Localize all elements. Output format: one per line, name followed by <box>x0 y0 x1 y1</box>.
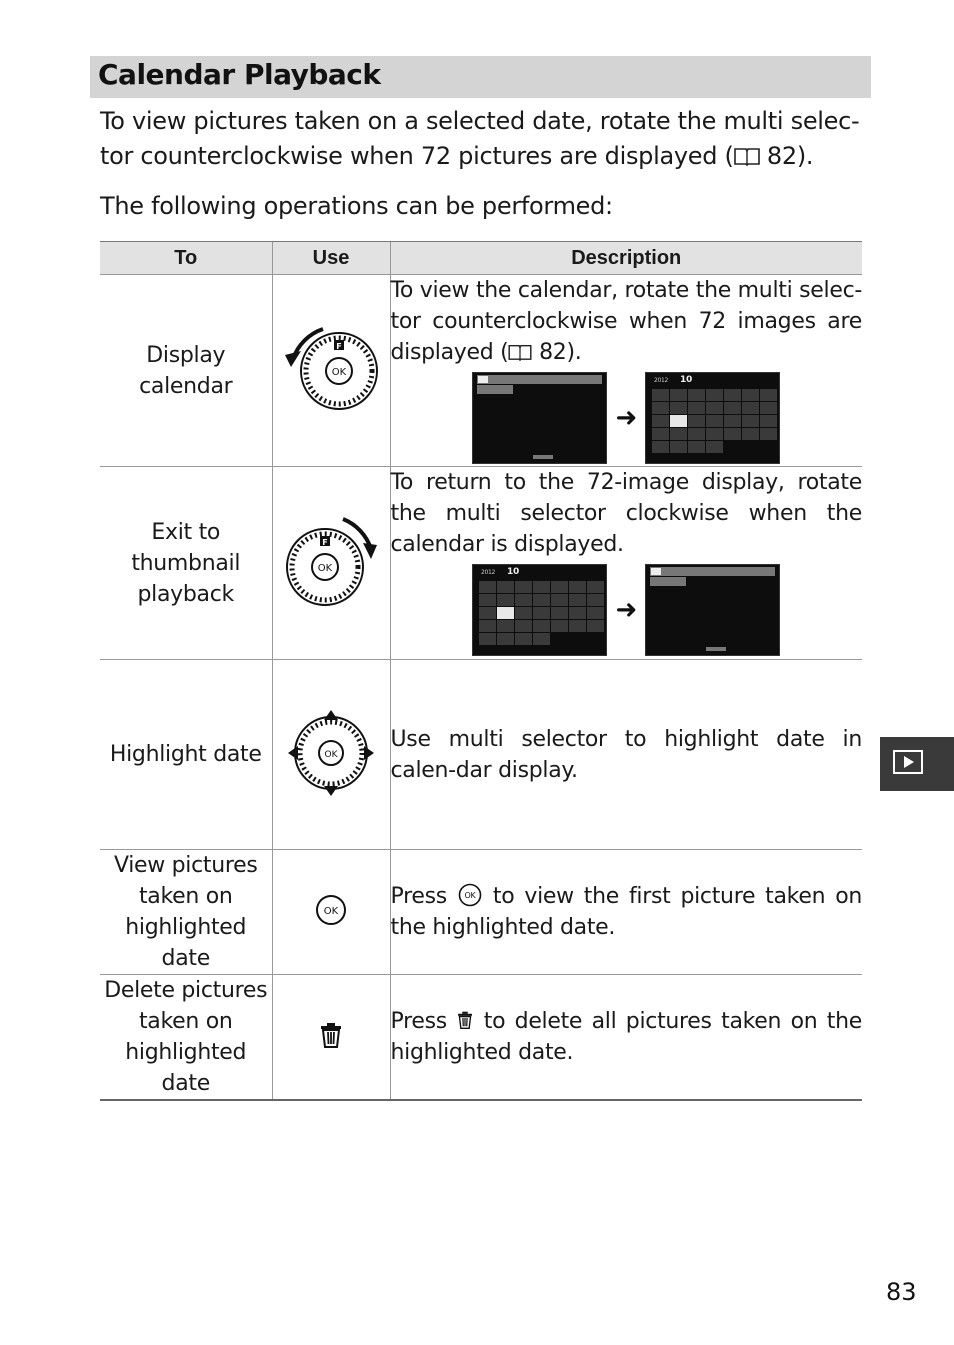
page-reference-icon <box>733 148 760 166</box>
header-to: To <box>100 241 272 275</box>
row-to-view-pictures: View pictures taken on highlighted date <box>100 849 272 975</box>
thumbnail-grid-graphic <box>477 375 603 459</box>
calendar-grid-graphic: 2012 10 <box>479 567 605 645</box>
dial-f-label: F <box>322 538 327 547</box>
table-row: Display calendar OK F To view the calend… <box>100 274 863 467</box>
thumbnail-screen <box>472 372 608 464</box>
dial-ok-label: OK <box>324 906 339 917</box>
arrow-right-icon: ➜ <box>615 403 638 433</box>
row-to-display-calendar: Display calendar <box>100 274 272 467</box>
dial-f-label: F <box>336 342 341 351</box>
multi-selector-clockwise-icon: OK F <box>286 517 377 606</box>
trash-icon <box>458 1011 473 1029</box>
desc-delete-pictures-post: to delete all pictures taken on the high… <box>390 1009 863 1065</box>
ok-button-icon: OK <box>316 895 346 925</box>
desc-exit-thumbnail: To return to the 72-image display, rotat… <box>389 466 863 660</box>
screen-transition: 2012 10 ➜ <box>391 564 863 656</box>
intro-paragraph: To view pictures taken on a selected dat… <box>100 104 870 174</box>
dial-ok-label: OK <box>325 750 339 760</box>
section-title: Calendar Playback <box>98 58 381 91</box>
row-to-exit-thumbnail: Exit to thumbnail playback <box>100 466 272 660</box>
calendar-year: 2012 <box>481 569 496 576</box>
header-description: Description <box>389 241 862 275</box>
chapter-tab-playback[interactable] <box>880 737 954 791</box>
desc-view-pictures: Press OK to view the first picture taken… <box>389 849 863 975</box>
use-cell: OK <box>271 849 390 975</box>
calendar-year: 2012 <box>654 377 669 384</box>
calendar-month: 10 <box>680 375 692 385</box>
thumbnail-screen <box>645 564 781 656</box>
use-cell: OK F <box>271 466 390 660</box>
screen-transition: ➜ 2012 10 <box>391 372 863 464</box>
dial-ok-label: OK <box>318 563 333 574</box>
intro-ref: 82). <box>759 142 814 170</box>
calendar-screen: 2012 10 <box>645 372 781 464</box>
header-use: Use <box>271 241 390 275</box>
trash-button-icon <box>321 1023 341 1048</box>
intro-line-2: tor counterclockwise when 72 pictures ar… <box>100 142 734 170</box>
use-cell <box>271 974 390 1101</box>
table-row: Delete pictures taken on highlighted dat… <box>100 974 863 1101</box>
table-header-row: To Use Description <box>100 241 862 275</box>
playback-icon <box>893 750 923 774</box>
operations-table: To Use Description Display calendar OK F <box>100 241 862 1101</box>
multi-selector-directional-icon: OK <box>288 709 374 796</box>
desc-exit-thumbnail-text: To return to the 72-image display, rotat… <box>390 470 863 557</box>
table-row: Exit to thumbnail playback OK F To retur… <box>100 466 863 660</box>
row-to-highlight-date: Highlight date <box>100 659 272 850</box>
dial-ok-label: OK <box>332 367 347 378</box>
ok-button-icon: OK <box>458 883 482 907</box>
lead-sentence: The following operations can be performe… <box>100 192 613 220</box>
row-to-delete-pictures: Delete pictures taken on highlighted dat… <box>100 974 272 1101</box>
section-heading-bar: Calendar Playback <box>90 56 871 98</box>
desc-highlight-date: Use multi selector to highlight date in … <box>389 659 862 850</box>
desc-display-calendar-text: To view the calendar, rotate the multi s… <box>391 275 863 368</box>
intro-line-1: To view pictures taken on a selected dat… <box>100 107 860 135</box>
calendar-grid-graphic: 2012 10 <box>652 375 778 453</box>
use-cell: OK F <box>271 274 390 467</box>
ok-inline-label: OK <box>464 891 476 900</box>
arrow-right-icon: ➜ <box>615 595 638 625</box>
calendar-screen: 2012 10 <box>472 564 608 656</box>
desc-display-calendar-ref: 82). <box>532 340 582 365</box>
desc-delete-pictures-pre: Press <box>390 1009 457 1034</box>
desc-view-pictures-post: to view the first picture taken on the h… <box>390 884 863 940</box>
page-number: 83 <box>886 1278 917 1306</box>
page-reference-icon <box>508 344 532 361</box>
desc-view-pictures-pre: Press <box>390 884 457 909</box>
desc-display-calendar-main: To view the calendar, rotate the multi s… <box>390 278 863 365</box>
table-row: View pictures taken on highlighted date … <box>100 849 863 975</box>
use-cell: OK <box>271 659 390 850</box>
desc-display-calendar: To view the calendar, rotate the multi s… <box>389 274 863 467</box>
desc-delete-pictures: Press to delete all pictures taken on th… <box>389 974 863 1101</box>
multi-selector-counterclockwise-icon: OK F <box>285 326 378 410</box>
table-row: Highlight date OK Use multi selector to … <box>100 659 862 850</box>
calendar-month: 10 <box>507 567 519 577</box>
thumbnail-grid-graphic <box>650 567 776 651</box>
